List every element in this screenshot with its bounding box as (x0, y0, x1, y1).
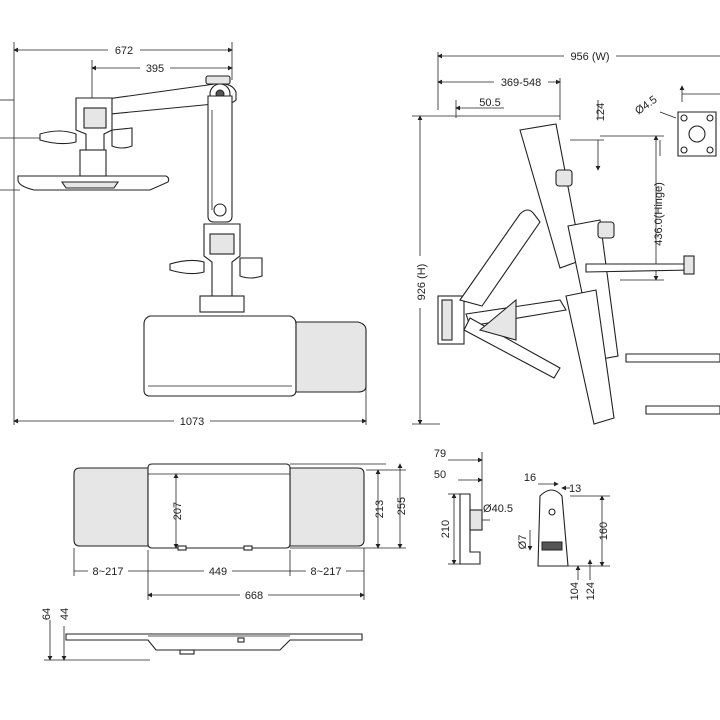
dim-50: 50 (434, 469, 446, 481)
dim-436-hinge: 436.0(Hinge) (653, 182, 665, 246)
clamp-detail: 16 13 Ø7 104 124 160 (517, 472, 610, 600)
lower-arm (459, 209, 541, 307)
dim-369-548: 369-548 (501, 77, 541, 89)
dim-124-clamp: 124 (585, 582, 597, 600)
dim-16: 16 (524, 472, 536, 484)
dim-160: 160 (598, 522, 610, 540)
dim-left-extension: 8~217 (93, 566, 124, 578)
dim-668: 668 (245, 590, 263, 602)
dim-956-w: 956 (W) (570, 51, 609, 63)
tray-profile (65, 633, 363, 651)
dim-1073: 1073 (180, 416, 204, 428)
tray-center (147, 463, 291, 549)
dim-50-5: 50.5 (479, 97, 500, 109)
dim-926-h: 926 (H) (416, 264, 428, 301)
dim-13: 13 (569, 483, 581, 495)
dim-104: 104 (569, 582, 581, 600)
dim-right-extension: 8~217 (311, 566, 342, 578)
vesa-plate-detail: Ø4.5 (633, 85, 720, 157)
dim-40-5: Ø40.5 (483, 503, 513, 515)
side-tray-1 (585, 263, 693, 273)
top-view: 672 395 1073 (0, 42, 367, 428)
tray-profile-view: 64 44 (41, 608, 363, 661)
dim-124: 124 (595, 103, 607, 121)
wall-bracket-detail: 79 50 Ø40.5 210 (434, 448, 513, 565)
keyboard-tray-view: 207 213 255 8~217 449 8~217 668 (73, 463, 408, 602)
dim-vesa-hole: Ø4.5 (633, 94, 659, 118)
tray-right-extension (289, 467, 365, 547)
keyboard-tray-top (143, 315, 297, 397)
dim-449: 449 (209, 566, 227, 578)
dim-255: 255 (396, 497, 408, 515)
clamp-body (537, 489, 569, 567)
dim-672: 672 (115, 45, 133, 57)
vertical-arm (207, 95, 233, 223)
dim-7: Ø7 (517, 535, 529, 550)
dim-213: 213 (374, 500, 386, 518)
dim-64: 64 (41, 608, 53, 620)
dim-207: 207 (172, 502, 184, 520)
dim-395: 395 (146, 63, 164, 75)
side-view: 956 (W) 369-548 50.5 124 436.0(Hinge) 92… (412, 48, 720, 425)
dim-210: 210 (440, 520, 452, 538)
dim-79: 79 (434, 448, 446, 460)
tray-left-extension (73, 467, 149, 547)
dim-44: 44 (59, 608, 71, 620)
